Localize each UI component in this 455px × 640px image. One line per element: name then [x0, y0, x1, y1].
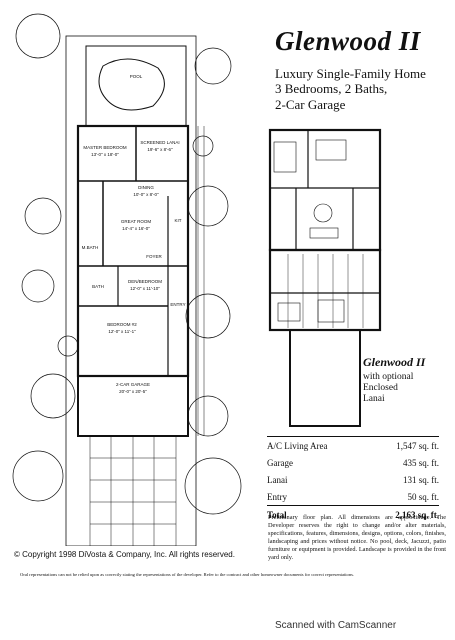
table-row-total: Total 2,163 sq. ft. — [267, 505, 439, 523]
optional-plan-title: Glenwood II — [363, 355, 426, 369]
label-entry: ENTRY — [170, 302, 185, 307]
label-den-bedroom: DEN/BEDROOM — [128, 279, 162, 284]
svg-text:19'-6" x 8'-6": 19'-6" x 8'-6" — [147, 147, 173, 152]
label-foyer: FOYER — [146, 254, 162, 259]
optional-caption-3: Lanai — [363, 394, 385, 404]
site-plan-drawing: MASTER BEDROOM 13'-0" x 18'-0" SCREENED … — [12, 13, 242, 546]
svg-text:14'-4" x 16'-0": 14'-4" x 16'-0" — [122, 226, 150, 231]
svg-text:20'-0" x 20'-5": 20'-0" x 20'-5" — [119, 389, 147, 394]
svg-text:12'-0" x 11'-1": 12'-0" x 11'-1" — [108, 329, 136, 334]
svg-text:10'-0" x 8'-0": 10'-0" x 8'-0" — [133, 192, 159, 197]
table-row: A/C Living Area 1,547 sq. ft. — [267, 436, 439, 454]
side-walkway — [197, 126, 205, 436]
label-screened-lanai: SCREENED LANAI — [140, 140, 179, 145]
optional-caption-1: with optional — [363, 372, 414, 382]
subtitle-line-1: Luxury Single-Family Home — [275, 66, 426, 81]
table-row: Garage 435 sq. ft. — [267, 457, 439, 468]
pool-shape — [98, 58, 165, 111]
label-great-room: GREAT ROOM — [121, 219, 152, 224]
disclaimer-text: Preliminary floor plan. All dimensions a… — [268, 514, 446, 561]
label-pool: POOL — [130, 74, 143, 79]
optional-floor-plan-drawing — [268, 128, 382, 427]
svg-text:12'-0" x 11'-10": 12'-0" x 11'-10" — [130, 286, 160, 291]
subtitle-line-2: 3 Bedrooms, 2 Baths, — [275, 81, 388, 96]
label-dining: DINING — [138, 185, 154, 190]
optional-caption-2: Enclosed — [363, 383, 398, 393]
table-row: Lanai 131 sq. ft. — [267, 474, 439, 485]
label-m-bath: M.BATH — [82, 245, 99, 250]
scanner-watermark: Scanned with CamScanner — [275, 620, 397, 631]
label-bedroom-2: BEDROOM #2 — [107, 322, 137, 327]
house-outline — [76, 124, 190, 378]
driveway — [89, 435, 177, 546]
label-master-bedroom: MASTER BEDROOM — [83, 145, 127, 150]
label-garage: 2-CAR GARAGE — [116, 382, 150, 387]
table-row: Entry 50 sq. ft. — [267, 491, 439, 502]
oral-representation-notice: Oral representations can not be relied u… — [20, 572, 355, 577]
lot-outline — [65, 35, 197, 546]
svg-text:13'-0" x 18'-0": 13'-0" x 18'-0" — [91, 152, 119, 157]
label-kit: KIT — [174, 218, 181, 223]
copyright-text: © Copyright 1998 DiVosta & Company, Inc.… — [14, 550, 235, 559]
landscaping — [12, 13, 242, 515]
label-bath: BATH — [92, 284, 104, 289]
area-table: A/C Living Area 1,547 sq. ft. Garage 435… — [267, 436, 439, 523]
subtitle-line-3: 2-Car Garage — [275, 97, 346, 112]
plan-title: Glenwood II — [275, 26, 421, 56]
